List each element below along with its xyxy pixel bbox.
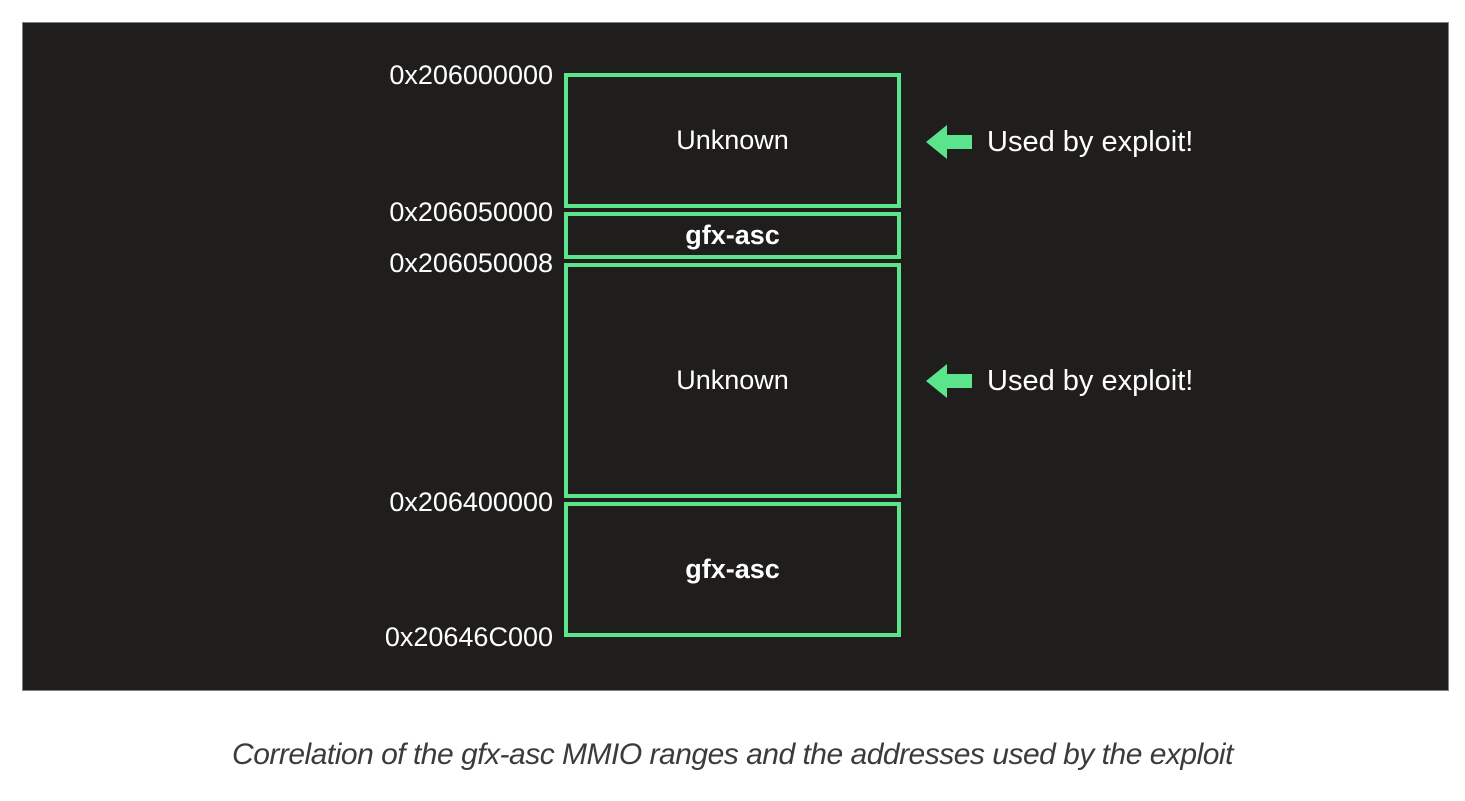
exploit-annotation-label: Used by exploit!	[987, 364, 1194, 397]
memory-stack: Unknown gfx-asc Unknown gfx-asc	[564, 73, 901, 637]
segment-label: Unknown	[676, 125, 789, 155]
segment-label: gfx-asc	[685, 220, 780, 250]
address-label: 0x206000000	[389, 60, 553, 90]
exploit-annotation-label: Used by exploit!	[987, 125, 1194, 158]
diagram-panel: 0x206000000 0x206050000 0x206050008 0x20…	[22, 22, 1449, 691]
arrow-left-icon	[926, 364, 972, 398]
arrow-left-icon	[926, 125, 972, 159]
address-label: 0x20646C000	[384, 622, 553, 652]
memory-segment-unknown-1: Unknown	[564, 73, 901, 208]
address-label: 0x206400000	[389, 487, 553, 517]
memory-segment-gfx-asc-2: gfx-asc	[564, 502, 901, 637]
segment-label: gfx-asc	[685, 554, 780, 584]
exploit-annotation: Used by exploit!	[926, 363, 1193, 399]
figure-caption: Correlation of the gfx-asc MMIO ranges a…	[232, 738, 1233, 771]
address-label: 0x206050000	[389, 197, 553, 227]
exploit-annotation: Used by exploit!	[926, 124, 1193, 160]
memory-segment-gfx-asc-1: gfx-asc	[564, 212, 901, 259]
memory-segment-unknown-2: Unknown	[564, 263, 901, 498]
address-label: 0x206050008	[389, 248, 553, 278]
segment-label: Unknown	[676, 365, 789, 395]
